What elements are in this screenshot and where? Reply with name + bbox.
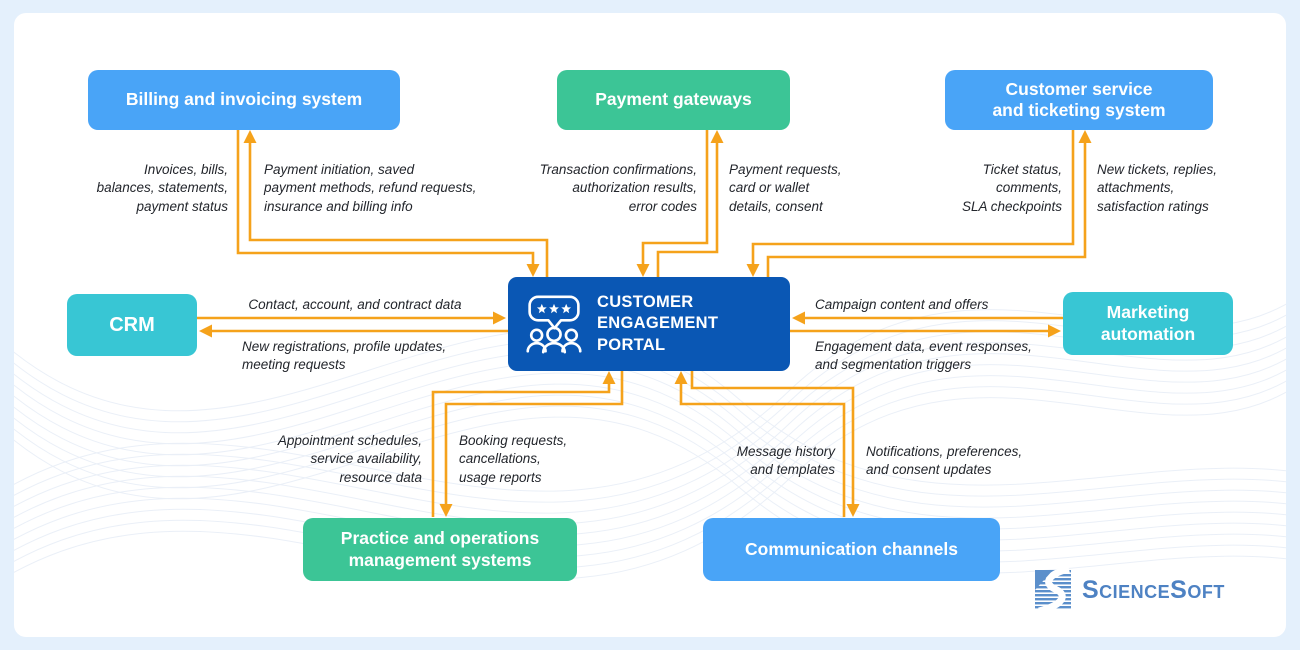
arrow-portal-to-gateways bbox=[656, 130, 724, 277]
sciencesoft-logo: ScienceSoft bbox=[1033, 568, 1225, 612]
label-gateways-to-portal: Transaction confirmations, authorization… bbox=[539, 162, 697, 214]
connector-arrows bbox=[197, 130, 1092, 517]
node-communication-label: Communication channels bbox=[745, 538, 958, 559]
node-practice-label: Practice and operations management syste… bbox=[340, 528, 540, 570]
label-service-to-portal: Ticket status, comments, SLA checkpoints bbox=[961, 162, 1062, 214]
label-portal-to-billing: Payment initiation, saved payment method… bbox=[264, 162, 477, 214]
arrow-portal-to-practice bbox=[439, 371, 624, 517]
arrow-practice-to-portal bbox=[431, 371, 616, 517]
label-portal-to-communication: Notifications, preferences, and consent … bbox=[866, 444, 1023, 478]
arrow-portal-to-billing bbox=[243, 130, 549, 277]
customers-chat-icon bbox=[526, 295, 582, 354]
stars bbox=[536, 303, 572, 314]
label-communication-to-portal: Message history and templates bbox=[736, 444, 835, 478]
label-billing-to-portal: Invoices, bills, balances, statements, p… bbox=[96, 162, 228, 214]
arrow-communication-to-portal bbox=[674, 371, 846, 517]
diagram-lines-layer bbox=[14, 130, 1286, 609]
node-payment-gateways-label: Payment gateways bbox=[595, 89, 752, 110]
node-billing-label: Billing and invoicing system bbox=[125, 89, 363, 110]
label-portal-to-marketing: Engagement data, event responses, and se… bbox=[815, 339, 1032, 373]
node-payment-gateways: Payment gateways bbox=[557, 70, 790, 130]
label-practice-to-portal: Appointment schedules, service availabil… bbox=[277, 433, 422, 485]
diagram-canvas: Billing and invoicing system Payment gat… bbox=[14, 13, 1286, 637]
node-communication-channels: Communication channels bbox=[703, 518, 1000, 581]
label-portal-to-service: New tickets, replies, attachments, satis… bbox=[1097, 162, 1218, 214]
arrow-gateways-to-portal bbox=[636, 130, 709, 277]
arrow-portal-to-service bbox=[766, 130, 1092, 277]
node-practice-systems: Practice and operations management syste… bbox=[303, 518, 577, 581]
arrow-billing-to-portal bbox=[236, 130, 540, 277]
integration-diagram: Billing and invoicing system Payment gat… bbox=[14, 13, 1286, 637]
sciencesoft-logo-icon bbox=[1035, 568, 1071, 612]
label-portal-to-crm: New registrations, profile updates, meet… bbox=[242, 339, 447, 373]
node-portal-label: CUSTOMER ENGAGEMENT PORTAL bbox=[597, 292, 719, 354]
node-billing-system: Billing and invoicing system bbox=[88, 70, 400, 130]
node-customer-service-label: Customer service and ticketing system bbox=[992, 78, 1166, 120]
node-marketing-automation: Marketing automation bbox=[1063, 292, 1233, 355]
sciencesoft-logo-text: ScienceSoft bbox=[1082, 575, 1225, 604]
label-portal-to-gateways: Payment requests, card or wallet details… bbox=[729, 162, 842, 214]
node-customer-service: Customer service and ticketing system bbox=[945, 70, 1213, 130]
node-crm-label: CRM bbox=[109, 313, 155, 336]
node-crm: CRM bbox=[67, 294, 197, 356]
label-portal-to-practice: Booking requests, cancellations, usage r… bbox=[459, 433, 568, 485]
label-marketing-to-portal: Campaign content and offers bbox=[815, 297, 989, 312]
arrow-portal-to-communication bbox=[690, 371, 860, 517]
node-customer-engagement-portal: CUSTOMER ENGAGEMENT PORTAL bbox=[508, 277, 790, 371]
arrow-service-to-portal bbox=[746, 130, 1075, 277]
node-marketing-label: Marketing automation bbox=[1100, 302, 1196, 344]
label-crm-to-portal: Contact, account, and contract data bbox=[248, 297, 462, 312]
